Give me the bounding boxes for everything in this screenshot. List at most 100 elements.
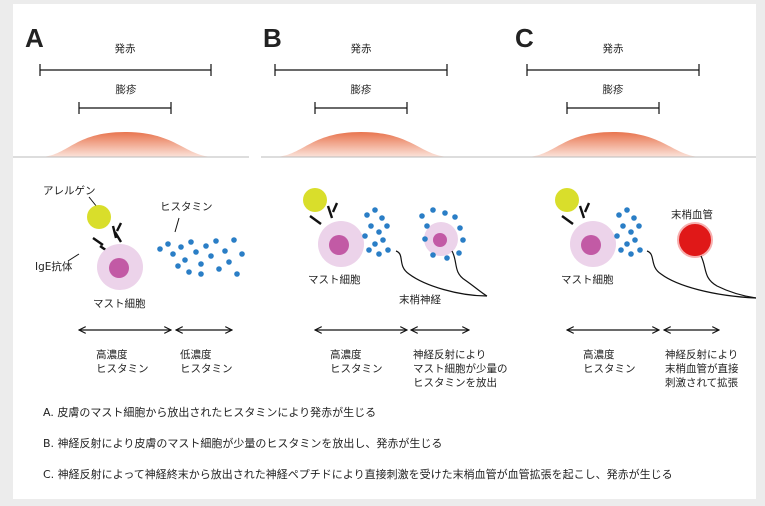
reflex-label: 神経反射により — [413, 348, 486, 361]
histamine-dot — [636, 223, 642, 229]
wheal-bump — [273, 132, 451, 157]
histamine-dot — [624, 241, 630, 247]
histamine-dot — [442, 210, 448, 216]
histamine-dot — [624, 207, 630, 213]
histamine-dot — [203, 243, 209, 249]
mast-cell-label: マスト細胞 — [308, 273, 361, 286]
histamine-dot — [616, 212, 622, 218]
panel-b: B 発赤 膨疹 マスト細胞 末梢神経 — [261, 23, 508, 389]
histamine-dots — [419, 207, 466, 261]
redness-range-bar — [526, 64, 700, 76]
histamine-dot — [165, 241, 171, 247]
wheal-range-bar — [566, 102, 660, 114]
histamine-dot — [424, 223, 430, 229]
histamine-dot — [234, 271, 240, 277]
histamine-dots — [362, 207, 391, 257]
histamine-dot — [457, 225, 463, 231]
high-conc-label: 高濃度 — [96, 348, 128, 361]
histamine-dot — [460, 237, 466, 243]
high-conc-label: ヒスタミン — [583, 363, 636, 375]
redness-range-bar — [274, 64, 448, 76]
histamine-dot — [208, 253, 214, 259]
histamine-dots — [614, 207, 643, 257]
wheal-label: 膨疹 — [116, 83, 137, 96]
histamine-dot — [637, 247, 643, 253]
histamine-dot — [222, 248, 228, 254]
histamine-dot — [188, 239, 194, 245]
wheal-range-bar — [78, 102, 172, 114]
histamine-dot — [175, 263, 181, 269]
histamine-dot — [379, 215, 385, 221]
redness-label: 発赤 — [351, 42, 372, 55]
mast-cell-label: マスト細胞 — [93, 297, 146, 310]
histamine-dot — [157, 246, 163, 252]
nucleus-icon — [329, 235, 349, 255]
histamine-dot — [620, 223, 626, 229]
peripheral-nerve — [395, 250, 488, 297]
nucleus-icon — [433, 233, 447, 247]
histamine-dot — [632, 237, 638, 243]
histamine-dot — [198, 271, 204, 277]
vessel-label: 末梢血管 — [671, 208, 713, 221]
allergen-icon — [303, 188, 327, 212]
histamine-dot — [456, 250, 462, 256]
low-conc-label: ヒスタミン — [180, 363, 233, 375]
panel-letter: A — [25, 23, 44, 53]
histamine-dot — [452, 214, 458, 220]
panel-letter: B — [263, 23, 282, 53]
ige-antibody-icon — [561, 202, 591, 225]
histamine-dot — [628, 229, 634, 235]
ige-pointer — [67, 253, 80, 262]
low-conc-label: 低濃度 — [180, 348, 212, 361]
panel-letter: C — [515, 23, 534, 53]
peripheral-nerve — [646, 250, 756, 299]
histamine-dot — [430, 207, 436, 213]
reflex-label: マスト細胞が少量の — [413, 362, 508, 375]
reflex-label: 刺激されて拡張 — [665, 376, 739, 389]
redness-label: 発赤 — [603, 42, 624, 55]
histamine-dot — [170, 251, 176, 257]
histamine-dot — [178, 244, 184, 250]
nucleus-icon — [581, 235, 601, 255]
high-conc-label: ヒスタミン — [330, 363, 383, 375]
histamine-dot — [376, 251, 382, 257]
panel-a: A 発赤 膨疹 アレルゲン IgE抗体 ヒスタミン マスト細胞 — [13, 23, 249, 375]
histamine-pointer — [174, 217, 180, 233]
wheal-range-bar — [314, 102, 408, 114]
histamine-dot — [628, 251, 634, 257]
redness-label: 発赤 — [115, 42, 136, 55]
histamine-dot — [631, 215, 637, 221]
allergen-pointer — [88, 196, 98, 208]
high-conc-label: ヒスタミン — [96, 363, 149, 375]
caption-a: A. 皮膚のマスト細胞から放出されたヒスタミンにより発赤が生じる — [43, 406, 377, 419]
allergen-icon — [87, 205, 111, 229]
ige-antibody-icon — [309, 202, 339, 225]
histamine-dots — [157, 237, 245, 277]
histamine-dot — [193, 249, 199, 255]
histamine-dot — [231, 237, 237, 243]
histamine-dot — [380, 237, 386, 243]
histamine-dot — [362, 233, 368, 239]
histamine-dot — [614, 233, 620, 239]
histamine-dot — [198, 261, 204, 267]
wheal-bump — [39, 132, 215, 157]
mast-cell-label: マスト細胞 — [561, 273, 614, 286]
figure-card: A 発赤 膨疹 アレルゲン IgE抗体 ヒスタミン マスト細胞 — [13, 4, 756, 499]
wheal-label: 膨疹 — [603, 83, 624, 96]
caption-b: B. 神経反射により皮膚のマスト細胞が少量のヒスタミンを放出し、発赤が生じる — [43, 437, 443, 450]
wheal-label: 膨疹 — [351, 83, 372, 96]
histamine-dot — [618, 247, 624, 253]
allergen-label: アレルゲン — [43, 185, 96, 197]
caption-c: C. 神経反射によって神経終末から放出された神経ペプチドにより直接刺激を受けた末… — [43, 468, 673, 481]
reflex-label: ヒスタミンを放出 — [413, 376, 497, 389]
histamine-dot — [430, 252, 436, 258]
reflex-label: 神経反射により — [665, 348, 738, 361]
nucleus-icon — [109, 258, 129, 278]
histamine-dot — [239, 251, 245, 257]
histamine-dot — [213, 238, 219, 244]
reflex-label: 末梢血管が直接 — [665, 362, 739, 375]
redness-range-bar — [39, 64, 212, 76]
histamine-dot — [368, 223, 374, 229]
histamine-dot — [376, 229, 382, 235]
histamine-dot — [182, 257, 188, 263]
